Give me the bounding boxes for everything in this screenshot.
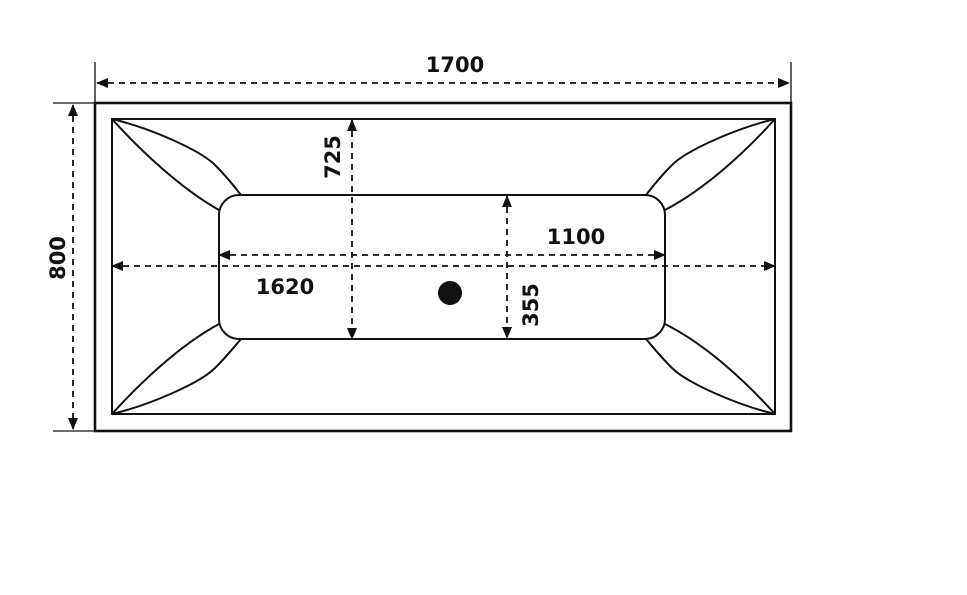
label-basin-width: 355 bbox=[519, 283, 543, 327]
slope-bottom-right bbox=[645, 338, 776, 415]
label-overall-length: 1700 bbox=[426, 53, 484, 77]
corner-slopes bbox=[111, 118, 776, 415]
tub-basin-floor bbox=[218, 194, 666, 340]
slope-top-left-lower bbox=[111, 118, 220, 211]
label-inner-width: 725 bbox=[321, 135, 345, 179]
slope-bottom-left-upper bbox=[111, 323, 220, 415]
slope-bottom-right-upper bbox=[664, 323, 776, 415]
tub-outer-rim bbox=[93, 101, 793, 433]
slope-top-right bbox=[645, 118, 776, 196]
slope-top-right-lower bbox=[664, 118, 776, 211]
label-overall-width: 800 bbox=[46, 236, 70, 280]
slope-bottom-left bbox=[111, 338, 242, 415]
drain-hole bbox=[438, 281, 462, 305]
slope-top-left bbox=[111, 118, 242, 196]
extension-lines bbox=[53, 62, 792, 432]
label-inner-length: 1620 bbox=[256, 275, 314, 299]
label-basin-length: 1100 bbox=[547, 225, 605, 249]
